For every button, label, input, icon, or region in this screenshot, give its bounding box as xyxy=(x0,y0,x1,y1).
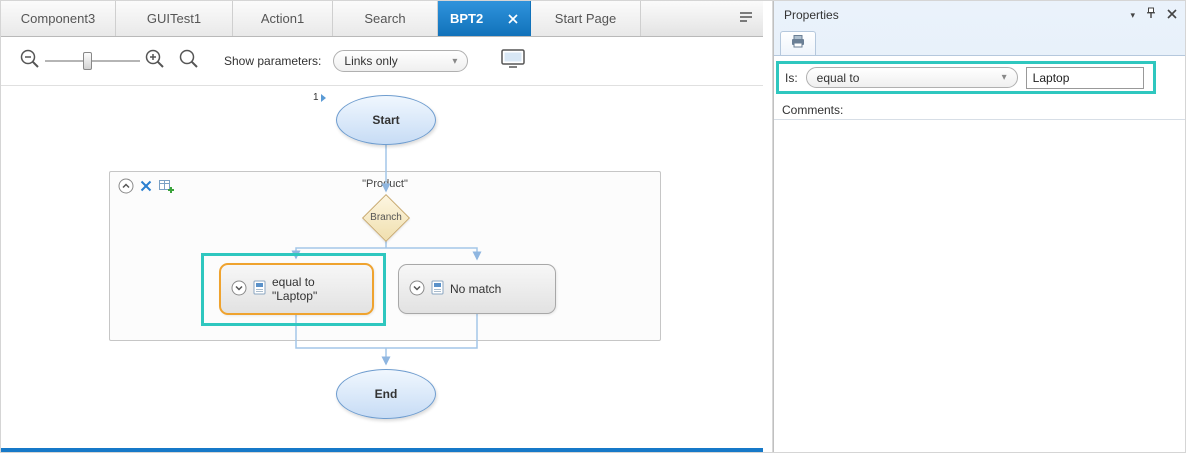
close-tab-icon[interactable] xyxy=(508,13,518,24)
step-arrow-icon xyxy=(320,93,326,102)
show-parameters-label: Show parameters: xyxy=(224,54,322,68)
condition-value-input[interactable] xyxy=(1025,66,1144,89)
tab-label: Start Page xyxy=(554,11,617,26)
step-number: 1 xyxy=(313,92,319,103)
tab-search[interactable]: Search xyxy=(333,1,438,36)
chevron-down-icon: ▾ xyxy=(452,55,458,67)
panel-menu-icon[interactable]: ▾ xyxy=(1130,9,1135,20)
properties-header-icons: ▾ xyxy=(1130,6,1177,24)
monitor-icon[interactable] xyxy=(500,48,526,75)
workspace: Component3 GUITest1 Action1 Search BPT2 … xyxy=(1,1,763,452)
chevron-down-icon: ▾ xyxy=(1001,72,1007,83)
zoom-out-icon[interactable] xyxy=(19,48,41,75)
tab-label: Action1 xyxy=(260,11,305,26)
parameters-dropdown-value: Links only xyxy=(344,54,398,68)
properties-title: Properties xyxy=(784,8,839,22)
tab-label: GUITest1 xyxy=(146,11,202,26)
tab-list-menu-icon[interactable] xyxy=(739,10,753,28)
branch-node[interactable]: Branch xyxy=(359,191,413,245)
group-title: "Product" xyxy=(362,178,408,190)
tab-label: Component3 xyxy=(20,11,96,26)
parameters-dropdown[interactable]: Links only ▾ xyxy=(333,50,469,72)
magnifier-icon[interactable] xyxy=(178,48,200,75)
selection-highlight-box xyxy=(201,253,386,326)
comments-row: Comments: xyxy=(774,100,1185,120)
case-document-icon xyxy=(253,280,266,298)
properties-tabstrip xyxy=(774,29,1185,55)
document-tabbar: Component3 GUITest1 Action1 Search BPT2 … xyxy=(1,1,763,37)
properties-content: Is: equal to ▾ Comments: xyxy=(774,55,1185,452)
zoom-slider-track xyxy=(45,60,140,62)
end-node-label: End xyxy=(374,387,398,401)
component-properties-tab[interactable] xyxy=(780,31,816,55)
bottom-accent-strip xyxy=(1,448,763,452)
step-number-marker: 1 xyxy=(313,92,326,103)
tab-start-page[interactable]: Start Page xyxy=(531,1,641,36)
zoom-slider-handle[interactable] xyxy=(83,52,92,70)
zoom-slider[interactable] xyxy=(45,49,140,73)
tab-component3[interactable]: Component3 xyxy=(1,1,116,36)
case-node-no-match[interactable]: No match xyxy=(398,264,556,314)
panel-splitter[interactable] xyxy=(763,1,773,452)
pin-icon[interactable] xyxy=(1145,6,1157,24)
tab-label: Search xyxy=(364,11,406,26)
case-node-equal-to-laptop[interactable]: equal to "Laptop" xyxy=(219,263,374,315)
properties-panel: Properties ▾ Is: equa xyxy=(773,1,1185,452)
tab-bpt2[interactable]: BPT2 xyxy=(438,1,531,36)
branch-node-label: Branch xyxy=(370,212,402,223)
expand-node-icon[interactable] xyxy=(409,280,425,299)
add-case-icon[interactable] xyxy=(158,178,175,199)
flow-canvas[interactable]: "Product" 1 xyxy=(1,86,763,448)
end-node[interactable]: End xyxy=(336,369,436,419)
operator-dropdown-value: equal to xyxy=(816,70,860,85)
tab-guitest1[interactable]: GUITest1 xyxy=(116,1,233,36)
group-toolbar xyxy=(118,178,175,199)
comments-label: Comments: xyxy=(782,102,844,117)
case-document-icon xyxy=(431,280,444,298)
expand-node-icon[interactable] xyxy=(231,280,247,299)
tab-action1[interactable]: Action1 xyxy=(233,1,333,36)
zoom-in-icon[interactable] xyxy=(144,48,166,75)
component-icon xyxy=(790,34,806,53)
is-label: Is: xyxy=(785,70,798,85)
operator-dropdown[interactable]: equal to ▾ xyxy=(805,67,1018,88)
start-node-label: Start xyxy=(372,113,400,127)
start-node[interactable]: Start xyxy=(336,95,436,145)
case-node-label: No match xyxy=(450,282,502,296)
collapse-group-icon[interactable] xyxy=(118,178,134,199)
tab-label: BPT2 xyxy=(450,11,484,26)
case-node-label: equal to "Laptop" xyxy=(272,275,318,303)
condition-highlight-box: Is: equal to ▾ xyxy=(776,61,1156,94)
canvas-toolbar: Show parameters: Links only ▾ xyxy=(1,37,763,86)
close-panel-icon[interactable] xyxy=(1167,6,1177,24)
properties-header: Properties ▾ xyxy=(774,1,1185,29)
branch-condition-icon[interactable] xyxy=(139,179,153,198)
